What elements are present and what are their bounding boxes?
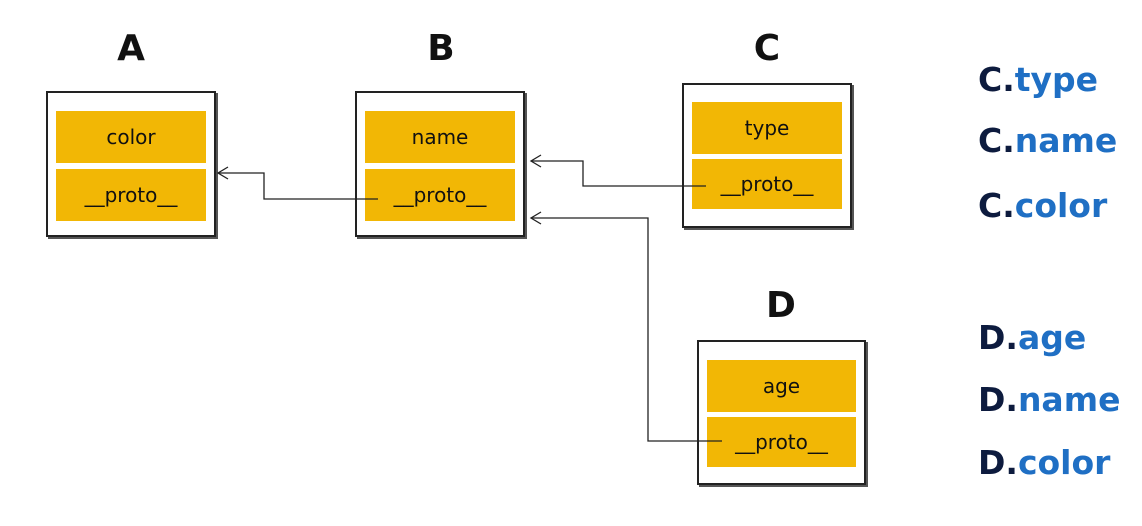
object-b-field-name: name [365, 111, 515, 163]
arrow-b-to-a [218, 172, 378, 200]
lookup-c-type: C.type [978, 60, 1098, 99]
object-d-field-age: age [707, 360, 856, 412]
lookup-c-color: C.color [978, 186, 1107, 225]
object-c-title: C [753, 28, 781, 69]
lookup-object: D. [978, 380, 1018, 419]
object-c-field-type: type [692, 102, 842, 154]
lookup-property: name [1014, 121, 1118, 160]
lookup-d-color: D.color [978, 443, 1110, 482]
object-a-box: color __proto__ [46, 91, 216, 237]
object-b-title: B [427, 28, 455, 69]
object-b-field-proto: __proto__ [365, 169, 515, 221]
object-c-field-proto: __proto__ [692, 159, 842, 209]
arrow-c-to-b [531, 160, 706, 187]
lookup-d-age: D.age [978, 318, 1086, 357]
lookup-object: D. [978, 318, 1018, 357]
arrow-d-to-b [531, 217, 722, 442]
lookup-object: C. [978, 60, 1015, 99]
lookup-object: D. [978, 443, 1018, 482]
lookup-property: type [1014, 60, 1099, 99]
lookup-object: C. [978, 186, 1015, 225]
object-d-title: D [766, 285, 796, 326]
object-a-field-proto: __proto__ [56, 169, 206, 221]
lookup-property: color [1017, 443, 1111, 482]
lookup-object: C. [978, 121, 1015, 160]
object-d-box: age __proto__ [697, 340, 866, 485]
lookup-c-name: C.name [978, 121, 1117, 160]
object-c-box: type __proto__ [682, 83, 852, 228]
lookup-property: name [1017, 380, 1121, 419]
object-d-field-proto: __proto__ [707, 417, 856, 467]
object-a-title: A [117, 28, 145, 69]
arrowhead-b-to-a [216, 166, 229, 180]
arrowhead-c-to-b [529, 154, 542, 168]
lookup-property: color [1014, 186, 1108, 225]
object-b-box: name __proto__ [355, 91, 525, 237]
arrowhead-d-to-b [529, 211, 542, 225]
object-a-field-color: color [56, 111, 206, 163]
lookup-d-name: D.name [978, 380, 1120, 419]
lookup-property: age [1017, 318, 1087, 357]
